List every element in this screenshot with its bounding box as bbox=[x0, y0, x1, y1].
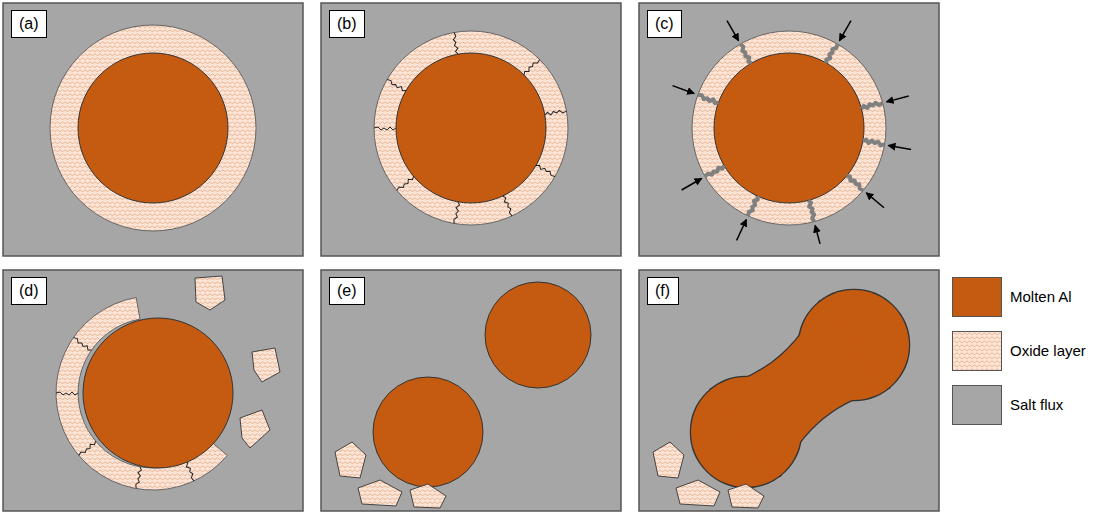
legend-text: Oxide layer bbox=[1010, 342, 1086, 360]
legend-text: Molten Al bbox=[1010, 288, 1072, 306]
droplet-d bbox=[56, 276, 280, 490]
panel-label-box: (f) bbox=[647, 277, 679, 305]
legend-text: Salt flux bbox=[1010, 396, 1063, 414]
panel-label-box: (a) bbox=[11, 10, 47, 38]
droplet-b bbox=[374, 31, 568, 225]
legend-swatch bbox=[952, 385, 1002, 425]
droplet-f-merged bbox=[653, 290, 909, 508]
droplet-a bbox=[50, 25, 256, 231]
panel-label: (a) bbox=[19, 14, 39, 34]
panel-label: (b) bbox=[337, 14, 357, 34]
salt-flux-panels bbox=[3, 3, 939, 511]
legend-swatch bbox=[952, 277, 1002, 317]
panel-label-box: (e) bbox=[329, 277, 365, 305]
panel-label: (c) bbox=[655, 14, 674, 34]
panel-label-box: (d) bbox=[11, 277, 47, 305]
panel-label: (d) bbox=[19, 281, 39, 301]
panel-label-box: (c) bbox=[647, 10, 682, 38]
droplet-c bbox=[672, 21, 911, 244]
droplet-e bbox=[335, 282, 591, 508]
legend-swatch-pattern bbox=[952, 331, 1002, 371]
panel-label: (f) bbox=[655, 281, 671, 301]
panel-label-box: (b) bbox=[329, 10, 365, 38]
panel-label: (e) bbox=[337, 281, 357, 301]
